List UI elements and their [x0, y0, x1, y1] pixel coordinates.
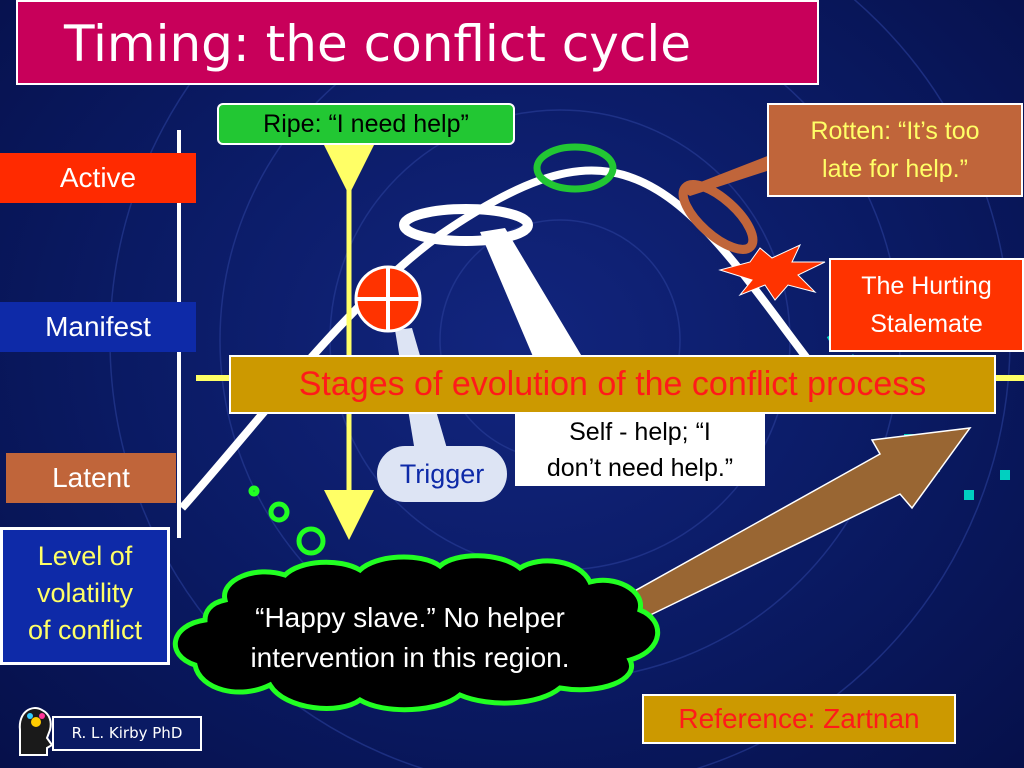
level-manifest-label: Manifest	[0, 302, 196, 352]
trigger-label: Trigger	[377, 446, 507, 502]
hurting-line-2: Stalemate	[870, 310, 983, 338]
rotten-line-1: Rotten: “It’s too	[810, 117, 980, 145]
hurting-line-1: The Hurting	[861, 272, 992, 300]
happy-line-1: “Happy slave.” No helper	[255, 602, 565, 633]
evolution-arrow	[620, 427, 972, 621]
selfhelp-line-2: don’t need help.”	[546, 454, 734, 482]
volatility-line-2: volatility	[36, 578, 134, 608]
conflict-curve	[179, 166, 853, 511]
happy-slave-text: “Happy slave.” No helper intervention in…	[200, 598, 620, 678]
selfhelp-ellipse	[399, 204, 533, 246]
volatility-line-3: of conflict	[27, 615, 143, 645]
crosshair-icon	[354, 265, 422, 333]
rotten-callout: Rotten: “It’s too late for help.”	[767, 103, 1023, 197]
thought-bubbles	[248, 485, 326, 556]
rotten-pointer	[680, 155, 770, 196]
author-label: R. L. Kirby PhD	[52, 716, 202, 751]
rotten-ellipse	[678, 180, 758, 254]
selfhelp-line-1: Self - help; “I	[569, 418, 711, 446]
page-title: Timing: the conflict cycle	[16, 0, 819, 85]
ripe-callout: Ripe: “I need help”	[217, 103, 515, 145]
selfhelp-callout: Self - help; “I don’t need help.”	[515, 414, 765, 486]
burst-icon	[718, 243, 826, 301]
ripe-ellipse	[533, 143, 617, 193]
happy-slave-cloud	[172, 553, 660, 713]
happy-line-2: intervention in this region.	[250, 642, 570, 673]
level-active-label: Active	[0, 153, 196, 203]
volatility-line-1: Level of	[37, 541, 133, 571]
stages-banner: Stages of evolution of the conflict proc…	[229, 355, 996, 414]
reference-label: Reference: Zartnan	[642, 694, 956, 744]
rotten-line-2: late for help.”	[822, 155, 968, 183]
level-latent-label: Latent	[6, 453, 176, 503]
hurting-stalemate-callout: The Hurting Stalemate	[829, 258, 1024, 352]
head-logo-icon	[18, 707, 54, 756]
volatility-label: Level of volatility of conflict	[0, 527, 170, 665]
